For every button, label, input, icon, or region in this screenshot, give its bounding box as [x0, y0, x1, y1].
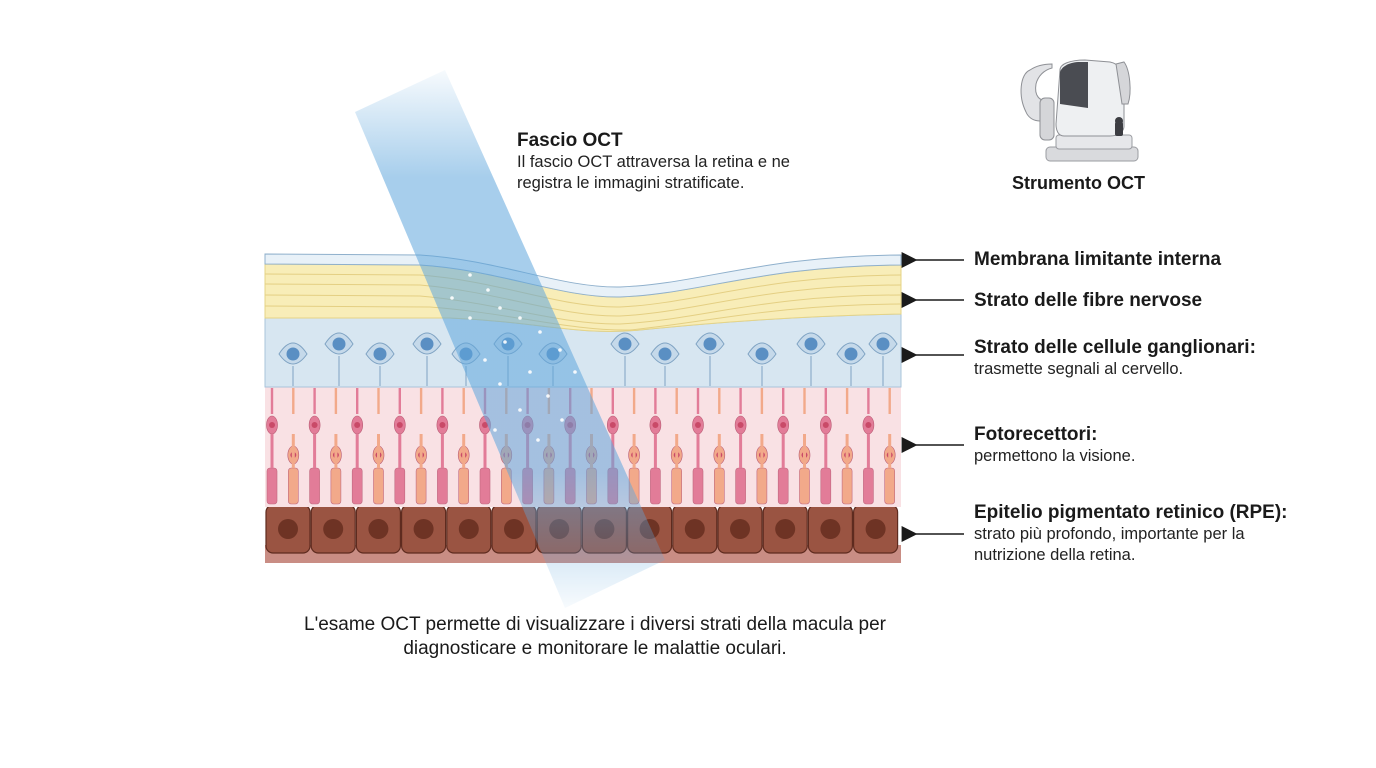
desc-photoreceptors: permettono la visione. [974, 447, 1136, 465]
label-ganglion-cell-layer: Strato delle cellule ganglionari: [974, 337, 1256, 358]
rod-cell [734, 388, 747, 505]
cone-cell [457, 388, 470, 505]
ganglion-cell [365, 342, 395, 386]
oct-machine-icon [1020, 59, 1139, 162]
ganglion-cell [868, 332, 898, 386]
rpe-cell [491, 504, 537, 554]
rod-cell [351, 388, 364, 505]
rod-cell [692, 388, 704, 505]
rpe-cell [807, 504, 854, 554]
ganglion-cell [650, 342, 680, 386]
rod-cell [393, 388, 406, 505]
ganglion-cell [412, 332, 442, 386]
rod-cell [819, 388, 832, 505]
rod-cell [649, 388, 662, 505]
cone-cell [713, 388, 726, 505]
ganglion-cell [747, 342, 777, 386]
beam-description: Il fascio OCT attraversa la retina e ne … [517, 153, 790, 192]
rpe-cell [355, 504, 401, 554]
cone-cell [372, 388, 385, 505]
rod-cell [862, 388, 875, 505]
beam-sparkles [450, 273, 577, 442]
cone-cell [756, 388, 768, 505]
ganglion-cell [278, 342, 308, 386]
instrument-label: Strumento OCT [1012, 173, 1145, 193]
rpe-cell [852, 504, 899, 554]
cone-cell [670, 388, 683, 505]
rpe-cell [265, 504, 311, 554]
rpe-cell [310, 504, 356, 554]
ganglion-cell [610, 332, 640, 386]
layer-arrows [901, 252, 964, 542]
cone-cell [883, 388, 896, 505]
beam-title: Fascio OCT [517, 130, 623, 151]
cone-cell [841, 388, 853, 505]
rpe-cell [717, 504, 763, 554]
caption: L'esame OCT permette di visualizzare i d… [304, 614, 886, 659]
rpe-cell [446, 504, 492, 554]
cone-cell [798, 388, 811, 505]
rpe-cell [762, 504, 808, 554]
label-photoreceptors: Fotorecettori: [974, 424, 1098, 445]
desc-ganglion-cell-layer: trasmette segnali al cervello. [974, 360, 1184, 378]
ganglion-cell [324, 332, 354, 386]
label-rpe: Epitelio pigmentato retinico (RPE): [974, 502, 1288, 523]
rod-cell [308, 388, 321, 505]
desc-rpe: strato più profondo, importante per la n… [974, 525, 1245, 564]
rod-cell [436, 388, 449, 505]
label-inner-limiting-membrane: Membrana limitante interna [974, 249, 1222, 270]
rod-cell [266, 388, 278, 505]
rod-cell [777, 388, 790, 505]
ganglion-cell [836, 342, 866, 386]
ganglion-cell [695, 332, 725, 386]
rpe-cell [672, 504, 718, 554]
cone-cell [415, 388, 427, 505]
rpe-cell [401, 504, 447, 554]
cone-cell [330, 388, 342, 505]
oct-beam [355, 70, 665, 608]
label-nerve-fiber-layer: Strato delle fibre nervose [974, 290, 1203, 311]
ganglion-cell [796, 332, 826, 386]
cone-cell [287, 388, 300, 505]
